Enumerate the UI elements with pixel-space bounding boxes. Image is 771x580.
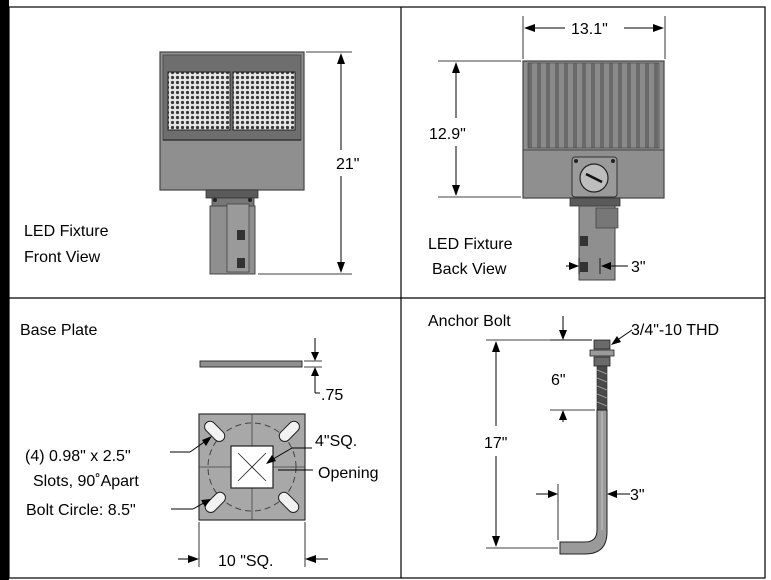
- bolt-circle-leader: [171, 499, 211, 510]
- back-arm-label: 3": [631, 259, 646, 276]
- front-label-line2: Front View: [24, 249, 101, 266]
- slots-leader: [170, 436, 212, 453]
- opening-label-line2: Opening: [318, 465, 379, 482]
- back-label-line1: LED Fixture: [428, 236, 513, 253]
- front-label-line1: LED Fixture: [24, 223, 109, 240]
- plate-top-view: [198, 413, 306, 521]
- anchor-bolt-view: Anchor Bolt 3/4"-10 THD: [428, 313, 719, 555]
- anchor-bolt-illustration: [559, 339, 615, 555]
- bolt-circle-label: Bolt Circle: 8.5": [26, 502, 136, 519]
- thread-length-label: 6": [551, 372, 566, 389]
- plate-thickness-label: .75: [321, 387, 343, 404]
- back-fixture-illustration: [522, 60, 665, 281]
- base-plate-title: Base Plate: [20, 322, 97, 339]
- thread-length-dimension: [550, 316, 595, 422]
- back-width-dimension: [522, 16, 666, 59]
- hook-label: 3": [630, 487, 645, 504]
- front-height-label: 21": [336, 156, 359, 173]
- back-height-label: 12.9": [429, 126, 466, 143]
- slots-label-line2: Slots, 90˚Apart: [33, 473, 139, 490]
- back-height-dimension: [438, 60, 521, 198]
- opening-label-line1: 4"SQ.: [315, 433, 357, 450]
- plate-thickness-dimension: [304, 338, 322, 394]
- front-fixture-illustration: [159, 51, 305, 275]
- thread-leader: [611, 329, 633, 345]
- back-arm-dimension: [566, 258, 628, 274]
- base-plate-view: Base Plate .75: [20, 322, 379, 570]
- back-label-line2: Back View: [432, 261, 507, 278]
- opening-leader: [266, 447, 313, 471]
- plate-size-label: 10 "SQ.: [218, 553, 273, 570]
- front-view: 21" LED Fixture Front View: [24, 51, 359, 275]
- back-view: 13.1" 12.9" 3" LED Fixture Back View: [428, 16, 666, 281]
- thread-label: 3/4"-10 THD: [631, 322, 719, 339]
- plate-size-dimension: [178, 522, 328, 567]
- slots-label-line1: (4) 0.98" x 2.5": [25, 448, 131, 465]
- bolt-length-label: 17": [484, 435, 507, 452]
- anchor-bolt-title: Anchor Bolt: [428, 313, 511, 330]
- bolt-length-dimension: [486, 339, 592, 549]
- hook-dimension: [536, 484, 630, 540]
- back-width-label: 13.1": [571, 21, 608, 38]
- plate-side-view: [199, 360, 303, 368]
- front-height-dimension: [258, 51, 352, 275]
